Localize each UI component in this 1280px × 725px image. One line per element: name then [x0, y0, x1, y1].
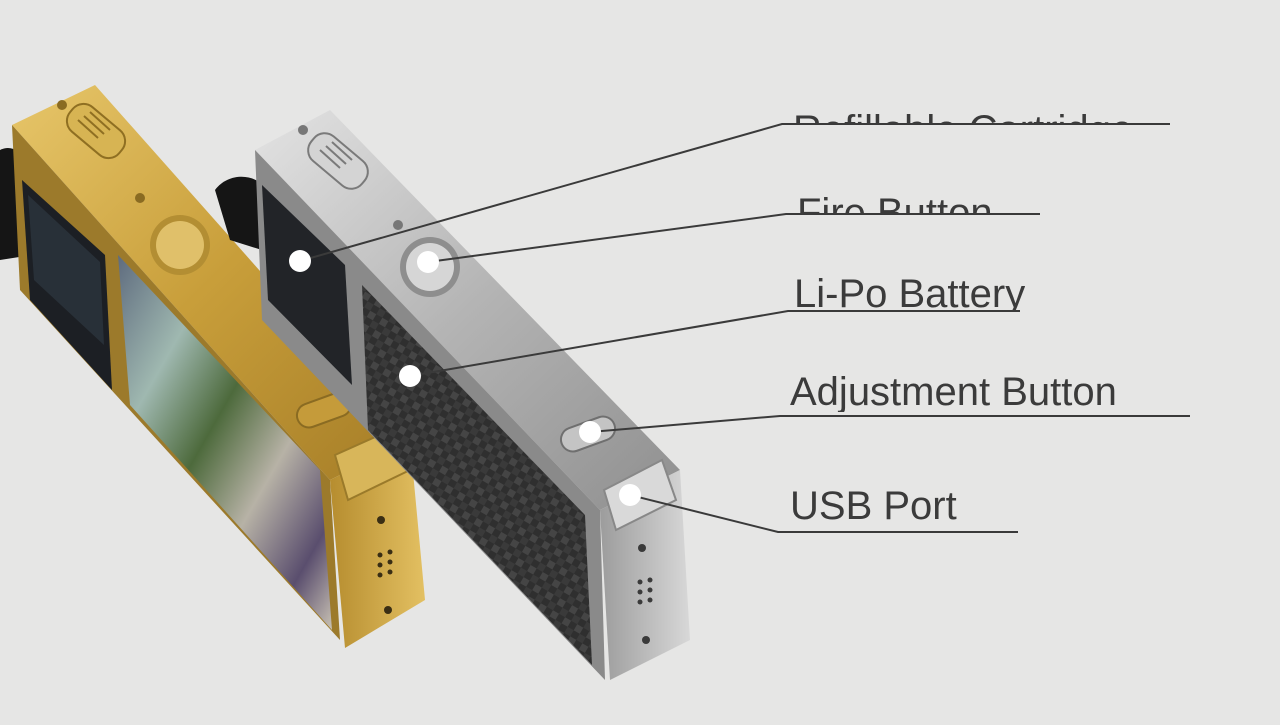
callout-label: USB Port: [790, 486, 957, 526]
callout-label: Refillable Cartridge: [793, 108, 1133, 124]
leader-line-fire-button: [427, 213, 1040, 263]
callout-label: Li-Po Battery: [794, 274, 1026, 311]
marker-refillable-cartridge: [289, 250, 311, 272]
callout-usb-port: USB Port: [790, 486, 957, 526]
marker-li-po-battery: [399, 365, 421, 387]
leader-line-usb-port: [629, 494, 1018, 533]
markers: [289, 250, 641, 506]
leader-line-adjustment-button: [589, 415, 1190, 433]
leader-line-li-po-battery: [409, 310, 1020, 377]
leader-line-refillable-cartridge: [299, 123, 1170, 262]
callout-fire-button: Fire Button: [797, 180, 993, 214]
callout-refillable-cartridge: Refillable Cartridge: [793, 96, 1133, 124]
leader-lines: [299, 123, 1190, 533]
callout-label: Fire Button: [797, 191, 993, 214]
marker-adjustment-button: [579, 421, 601, 443]
gold-device: [0, 85, 425, 648]
callout-label: Adjustment Button: [790, 372, 1117, 412]
marker-usb-port: [619, 484, 641, 506]
callout-adjustment-button: Adjustment Button: [790, 372, 1117, 412]
callout-li-po-battery: Li-Po Battery: [794, 274, 1025, 311]
marker-fire-button: [417, 251, 439, 273]
